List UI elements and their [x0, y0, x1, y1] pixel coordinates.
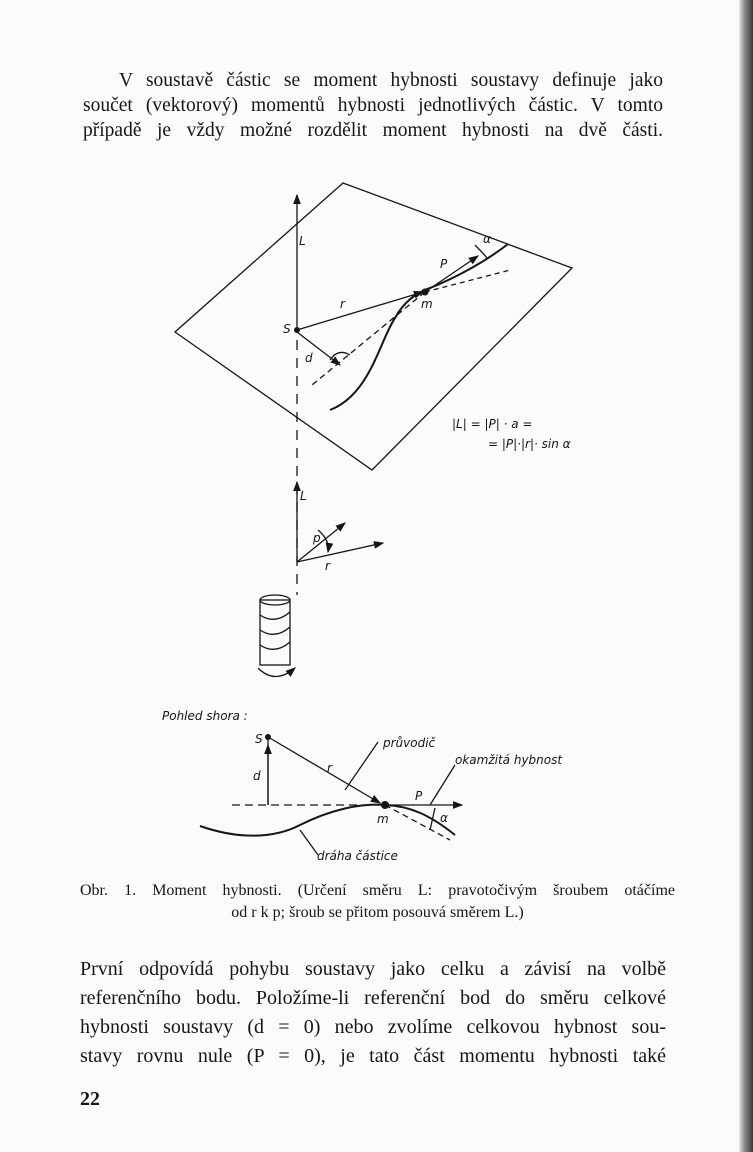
top-r-vector — [267, 736, 382, 804]
r-vector — [296, 290, 425, 331]
formula-line-2: = |P|·|r|· sin α — [488, 437, 571, 451]
text-line: První odpovídá pohybu soustavy jako celk… — [80, 958, 666, 980]
top-label-p: P — [415, 789, 423, 803]
formula-line-1: |L| = |P| · a = — [452, 417, 532, 431]
d-vector — [296, 331, 342, 366]
lower-label-r: r — [325, 559, 331, 573]
angular-momentum-figure: L P α r m S d |L| = |P| · a = = |P|·|r|·… — [162, 182, 574, 863]
screw-icon — [257, 594, 296, 678]
trajectory — [329, 243, 509, 411]
page-number: 22 — [80, 1088, 100, 1110]
top-label-d: d — [253, 769, 261, 783]
lower-p-vector — [296, 522, 347, 563]
label-pruvodic: průvodič — [382, 736, 436, 750]
text-line: referenčního bodu. Položíme-li referenčn… — [80, 987, 666, 1009]
label-okamzita-hybnost: okamžitá hybnost — [455, 753, 563, 767]
label-r: r — [340, 297, 346, 311]
label-s: S — [283, 322, 291, 336]
label-m: m — [421, 297, 433, 311]
caption-line: Obr. 1. Moment hybnosti. (Určení směru L… — [80, 882, 675, 899]
label-alpha: α — [483, 232, 491, 246]
label-d: d — [305, 351, 313, 365]
text-line: součet (vektorový) momentů hybnosti jedn… — [83, 95, 663, 116]
lower-label-p: p — [312, 531, 321, 545]
lower-r-vector — [296, 541, 385, 563]
top-label-s: S — [255, 732, 263, 746]
caption-line: od r k p; šroub se přitom posouvá směrem… — [231, 904, 524, 921]
label-l: L — [299, 234, 306, 248]
text-line: hybnosti soustavy (d = 0) nebo zvolíme c… — [80, 1016, 666, 1038]
intro-paragraph: V soustavě částic se moment hybnosti sou… — [83, 68, 663, 143]
text-line: případě je vždy možné rozdělit moment hy… — [83, 120, 663, 141]
label-p: P — [440, 257, 448, 271]
top-view-title: Pohled shora : — [162, 709, 248, 723]
text-line: stavy rovnu nule (P = 0), je tato část m… — [80, 1045, 666, 1067]
figure-caption: Obr. 1. Moment hybnosti. (Určení směru L… — [80, 880, 675, 924]
top-trajectory — [199, 803, 456, 837]
book-binding-shadow — [739, 0, 753, 1152]
lower-label-l: L — [300, 489, 307, 503]
label-draha-castice: dráha částice — [317, 849, 398, 863]
top-label-r: r — [327, 761, 333, 775]
top-label-alpha: α — [440, 811, 448, 825]
plane — [173, 182, 574, 471]
body-paragraph: První odpovídá pohybu soustavy jako celk… — [80, 955, 666, 1071]
text-line: V soustavě částic se moment hybnosti sou… — [119, 70, 663, 91]
top-label-m: m — [377, 812, 389, 826]
